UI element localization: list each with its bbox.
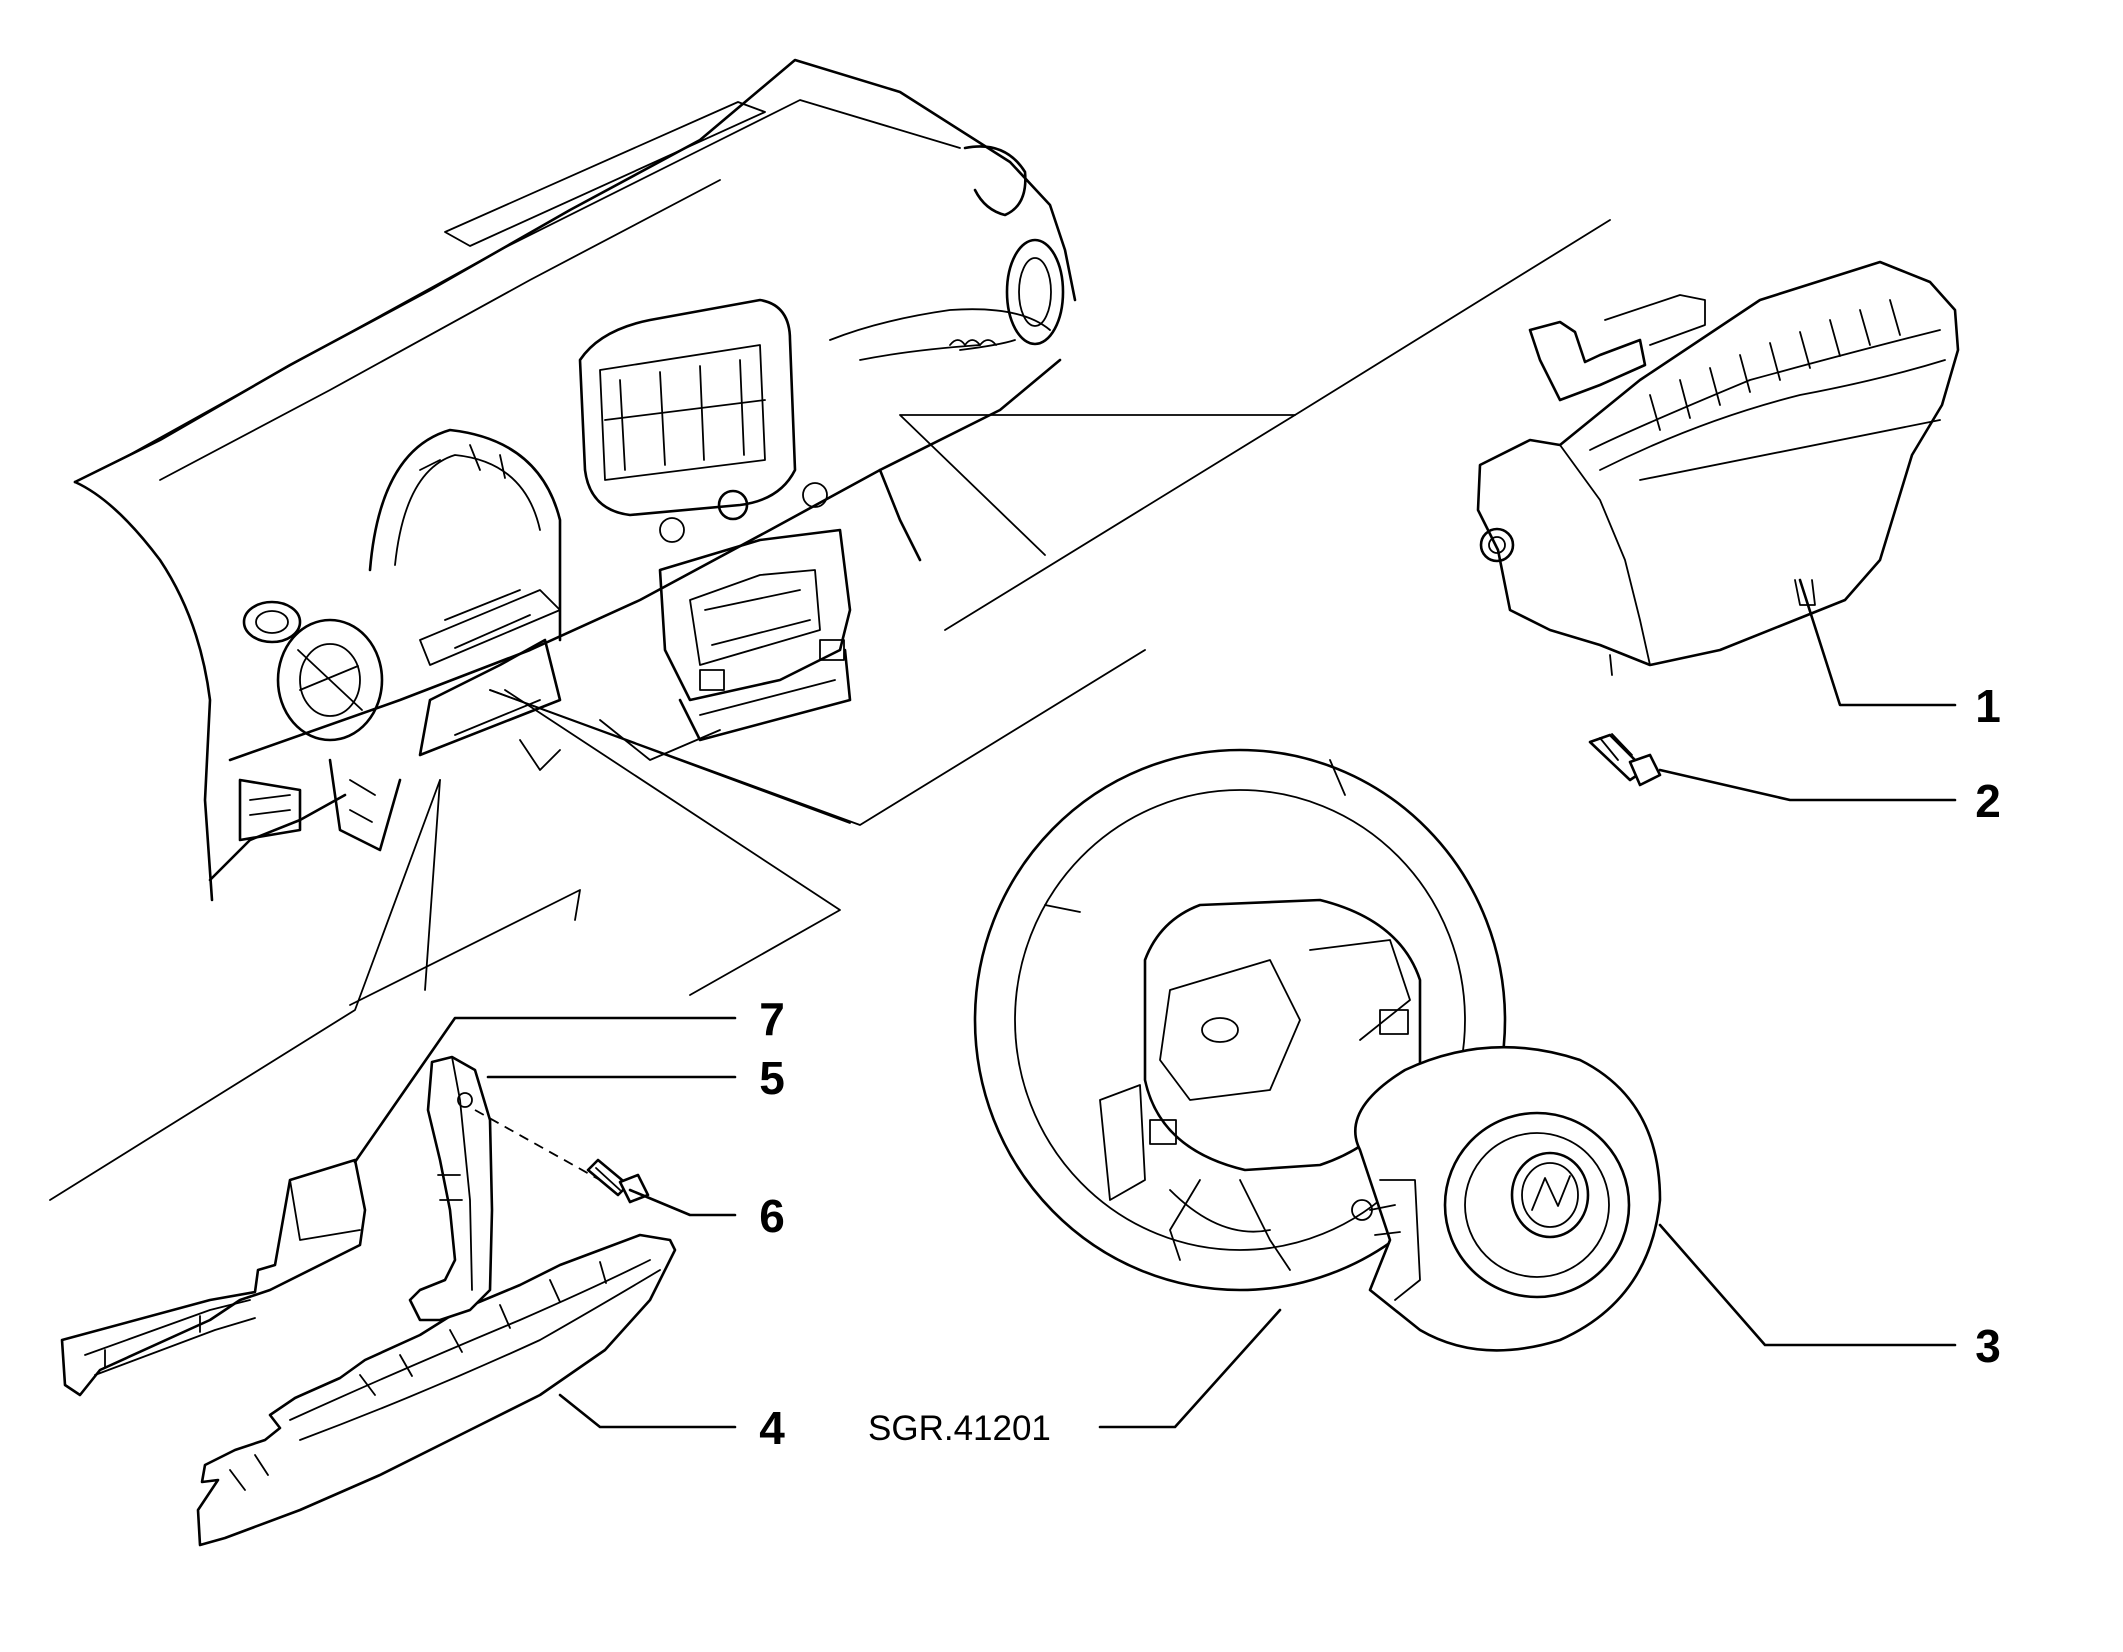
knee-trim-panel-part: [60, 1158, 367, 1397]
dashboard-leader-lines: [49, 219, 1611, 1201]
callout-2: 2: [1975, 775, 2001, 827]
dashboard-assembly: [73, 58, 1077, 902]
airbag-bolt-part: [1588, 733, 1662, 787]
callout-1: 1: [1975, 680, 2001, 732]
passenger-airbag-part: [1476, 260, 1960, 676]
bracket-bolt-part: [586, 1158, 650, 1204]
callout-7: 7: [759, 993, 785, 1045]
callout-4: 4: [759, 1402, 785, 1454]
mounting-bracket-part: [408, 1055, 601, 1322]
drawing-reference-code: SGR.41201: [868, 1409, 1051, 1448]
callout-5: 5: [759, 1052, 785, 1104]
lower-trim-panel-part: [196, 1233, 677, 1547]
callout-leaders: [353, 578, 1957, 1429]
callout-6: 6: [759, 1190, 785, 1242]
callout-labels: 1 2 3 4 5 6 7: [759, 680, 2001, 1454]
driver-airbag-part: [1351, 1045, 1662, 1352]
callout-3: 3: [1975, 1320, 2001, 1372]
